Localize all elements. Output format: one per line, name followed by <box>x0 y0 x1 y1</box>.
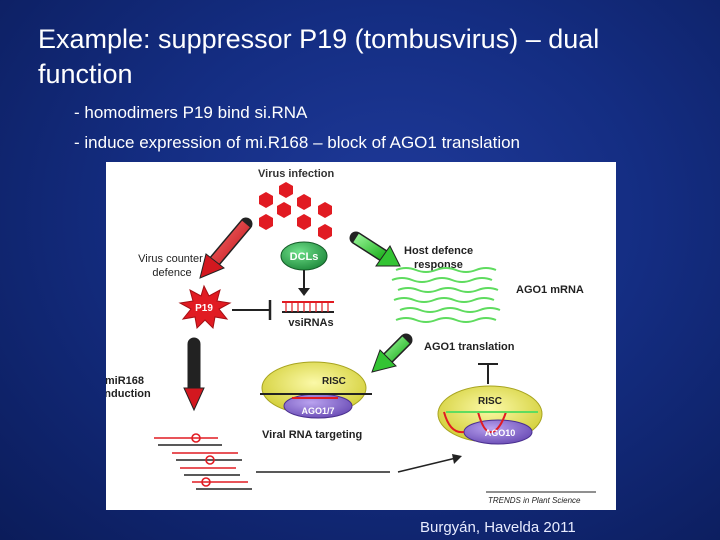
mir168-label: miR168 induction <box>106 375 151 400</box>
virus-particle-icon <box>279 182 293 198</box>
virus-counter-line1: Virus counter <box>138 253 203 265</box>
bullet-list: - homodimers P19 bind si.RNA - induce ex… <box>74 98 520 158</box>
arrow-mir168-induction <box>183 337 205 412</box>
virus-particle-icon <box>277 202 291 218</box>
virus-particle-icon <box>318 224 332 240</box>
ago1-translation-label: AGO1 translation <box>424 341 515 353</box>
virus-particles <box>259 182 332 240</box>
p19-label: P19 <box>195 303 213 314</box>
mir168-line2: induction <box>106 388 151 400</box>
virus-counter-label: Virus counter defence <box>138 253 206 279</box>
arrow-mir168-to-ago10 <box>256 454 462 473</box>
viral-rna-targeting-label: Viral RNA targeting <box>262 429 362 441</box>
risc-left-label: RISC <box>322 376 346 387</box>
arrow-to-host-defence <box>349 231 401 267</box>
host-defence-label: Host defence response <box>404 245 476 271</box>
ago1-translation-block <box>478 363 498 384</box>
risc-right-label: RISC <box>478 396 502 407</box>
arrow-to-p19 <box>199 217 253 279</box>
vsirnas-label: vsiRNAs <box>288 317 333 329</box>
risc-ago10-complex: RISC AGO10 <box>437 385 543 445</box>
mir168-line1: miR168 <box>106 375 144 387</box>
virus-particle-icon <box>259 214 273 230</box>
ago1-mrna-label: AGO1 mRNA <box>516 284 584 296</box>
virus-particle-icon <box>259 192 273 208</box>
source-credit: Burgyán, Havelda 2011 <box>420 519 576 536</box>
virus-particle-icon <box>318 202 332 218</box>
mir168-duplexes <box>154 433 252 490</box>
host-defence-line1: Host defence <box>404 245 473 257</box>
vsirna-duplex <box>282 301 334 313</box>
ago10-label: AGO10 <box>485 428 516 438</box>
risc-ago17-complex: RISC AGO1/7 <box>260 361 372 419</box>
p19-inhibition <box>232 300 272 320</box>
virus-infection-label: Virus infection <box>258 168 334 180</box>
bullet-item: - homodimers P19 bind si.RNA <box>74 103 308 122</box>
virus-particle-icon <box>297 214 311 230</box>
arrow-to-ago1-translation <box>371 333 413 373</box>
virus-particle-icon <box>297 194 311 210</box>
slide-title: Example: suppressor P19 (tombusvirus) – … <box>38 24 600 89</box>
virus-counter-line2: defence <box>152 267 191 279</box>
diagram-figure: Virus infection Virus counter defence Ho… <box>106 162 616 510</box>
journal-label: TRENDS in Plant Science <box>488 496 581 505</box>
bullet-item: - induce expression of mi.R168 – block o… <box>74 133 521 152</box>
dcls-node: DCLs <box>280 241 328 271</box>
dcls-label: DCLs <box>290 251 319 263</box>
ago1-mrna-strands <box>391 267 501 323</box>
p19-burst: P19 <box>178 284 232 330</box>
ago17-label: AGO1/7 <box>301 406 334 416</box>
